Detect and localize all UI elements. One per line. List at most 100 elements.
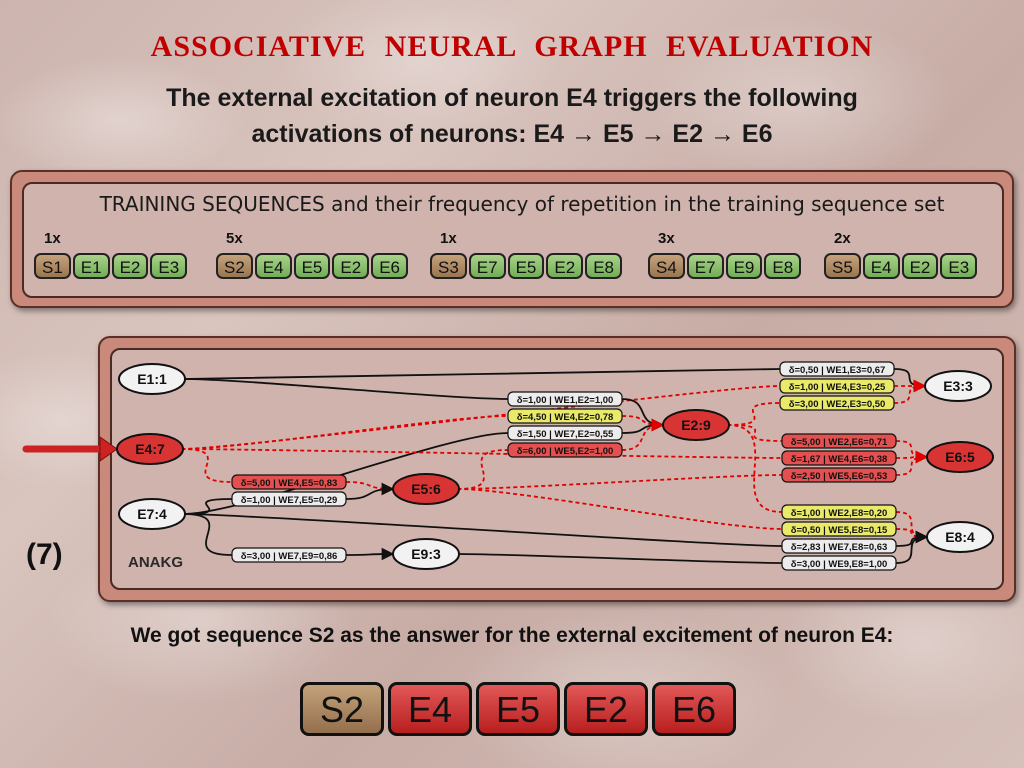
neuron-label: E2:9 [681,417,711,433]
connection-label-text: δ=2,83 | WE7,E8=0,63 [791,542,888,553]
neuron-e4: E4:7 [116,433,184,465]
neuron-label: E1:1 [137,371,167,387]
sequence-sensor-cell: S2 [216,253,253,279]
sequence-sensor-cell: S1 [34,253,71,279]
sequence-element-cell: E1 [72,253,110,279]
connection-label: δ=1,00 | WE2,E8=0,20 [781,504,897,520]
answer-sensor-cell: S2 [300,682,384,736]
excitation-arrow-head [99,436,118,462]
connection-label: δ=1,67 | WE4,E6=0,38 [781,450,897,466]
neuron-label: E9:3 [411,546,441,562]
answer-element-cell: E2 [564,682,648,736]
sequence-element-cell: E2 [901,253,939,279]
connection-label-text: δ=3,00 | WE2,E3=0,50 [789,399,886,410]
answer-element-cell: E6 [652,682,736,736]
connection-label-text: δ=0,50 | WE5,E8=0,15 [791,525,888,536]
neuron-e2: E2:9 [662,409,730,441]
connection-E4-E5 [181,448,395,496]
connection-E7-E5 [183,482,395,515]
neuron-e7: E7:4 [118,498,186,530]
sequence-frequency: 1x [440,230,457,247]
sequence-element-cell: E8 [764,253,802,279]
connection-E2-E8 [727,424,929,544]
connection-label: δ=4,50 | WE4,E2=0,78 [507,408,623,424]
connection-label: δ=2,83 | WE7,E8=0,63 [781,538,897,554]
neuron-e5: E5:6 [392,473,460,505]
connection-E9-E8 [457,530,929,564]
connection-E5-E2 [457,418,665,490]
sequence-element-cell: E5 [293,253,331,279]
sequence-sensor-cell: S3 [430,253,467,279]
connection-label-text: δ=2,50 | WE5,E6=0,53 [791,471,888,482]
connection-label: δ=3,00 | WE7,E9=0,86 [231,547,347,563]
neuron-e8: E8:4 [926,521,994,553]
sequence-element-cell: E3 [940,253,978,279]
connection-label: δ=1,00 | WE7,E5=0,29 [231,491,347,507]
neuron-e6: E6:5 [926,441,994,473]
page-subtitle: The external excitation of neuron E4 tri… [60,80,964,152]
connection-label: δ=2,50 | WE5,E6=0,53 [781,467,897,483]
sequence-element-cell: E7 [468,253,506,279]
connection-label-text: δ=5,00 | WE2,E6=0,71 [791,437,888,448]
sequence-element-cell: E6 [371,253,408,279]
step-label: (7) [26,538,63,571]
sequence-sensor-cell: S5 [824,253,861,279]
connection-E5-E6 [457,450,929,490]
answer-element-cell: E5 [476,682,560,736]
connection-label-text: δ=3,00 | WE9,E8=1,00 [791,559,888,570]
connection-label: δ=5,00 | WE4,E5=0,83 [231,474,347,490]
neuron-e9: E9:3 [392,538,460,570]
connection-E7-E9 [183,513,395,561]
neuron-e1: E1:1 [118,363,186,395]
training-heading-rest: and their frequency of repetition in the… [324,192,945,216]
sequence-element-cell: E2 [546,253,584,279]
connection-label-text: δ=1,00 | WE2,E8=0,20 [791,508,888,519]
connection-label: δ=3,00 | WE9,E8=1,00 [781,555,897,571]
connection-E5-E8 [457,488,929,544]
connection-label-text: δ=3,00 | WE7,E9=0,86 [241,551,338,562]
connection-label-text: δ=1,50 | WE7,E2=0,55 [517,429,614,440]
connection-label: δ=6,00 | WE5,E2=1,00 [507,442,623,458]
sequence-element-cell: E2 [332,253,370,279]
training-heading: TRAINING SEQUENCES and their frequency o… [22,192,1022,216]
sequence-element-cell: E7 [686,253,724,279]
connection-label: δ=0,50 | WE1,E3=0,67 [779,361,895,377]
sequence-frequency: 2x [834,230,851,247]
connection-label-text: δ=1,00 | WE7,E5=0,29 [241,495,338,506]
graph-caption: ANAKG [128,554,183,571]
connection-label: δ=5,00 | WE2,E6=0,71 [781,433,897,449]
neuron-label: E7:4 [137,506,167,522]
answer-element-cell: E4 [388,682,472,736]
connection-label-text: δ=1,00 | WE4,E3=0,25 [789,382,886,393]
connection-label-text: δ=5,00 | WE4,E5=0,83 [241,478,338,489]
neuron-label: E4:7 [135,441,165,457]
sequence-frequency: 5x [226,230,243,247]
connection-label: δ=1,00 | WE1,E2=1,00 [507,391,623,407]
sequence-element-cell: E4 [862,253,900,279]
sequence-sensor-cell: S4 [648,253,685,279]
sequence-element-cell: E8 [585,253,622,279]
subtitle-line-2: activations of neurons: E4 → E5 → E2 → E… [251,120,773,148]
neuron-label: E6:5 [945,449,975,465]
neuron-label: E8:4 [945,529,975,545]
connection-label-text: δ=1,00 | WE1,E2=1,00 [517,395,614,406]
connection-label-text: δ=1,67 | WE4,E6=0,38 [791,454,888,465]
sequence-element-cell: E9 [725,253,763,279]
sequence-frequency: 1x [44,230,61,247]
neuron-e3: E3:3 [924,370,992,402]
sequence-element-cell: E2 [111,253,149,279]
sequence-element-cell: E5 [507,253,545,279]
neuron-label: E3:3 [943,378,973,394]
sequence-element-cell: E4 [254,253,292,279]
connection-E2-E3 [727,379,927,426]
connection-label-text: δ=6,00 | WE5,E2=1,00 [517,446,614,457]
sequence-element-cell: E3 [150,253,188,279]
page-title: ASSOCIATIVE NEURAL GRAPH EVALUATION [150,30,874,63]
connection-E2-E6 [727,424,929,464]
